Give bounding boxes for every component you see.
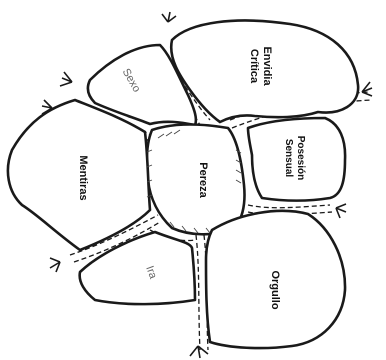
- svg-text:Pereza: Pereza: [197, 162, 209, 198]
- arrow-mark-left-bottom: [50, 258, 60, 272]
- label-posesion: Posesión Sensual: [283, 136, 306, 180]
- svg-text:Posesión: Posesión: [295, 136, 306, 180]
- label-orgullo: Orgullo: [269, 270, 281, 309]
- arrow-mark-right-mid: [336, 204, 346, 218]
- arrow-mark-bottom: [190, 346, 208, 358]
- svg-text:Orgullo: Orgullo: [269, 270, 281, 309]
- svg-text:Sensual: Sensual: [283, 139, 294, 178]
- label-mentiras: Mentiras: [77, 155, 89, 200]
- arrow-mark-left-top: [60, 72, 72, 86]
- arrow-mark-top: [162, 12, 176, 22]
- region-pereza: [147, 125, 245, 235]
- label-envidia: Envidia Crítica: [248, 46, 273, 86]
- svg-text:Mentiras: Mentiras: [77, 155, 89, 200]
- label-pereza: Pereza: [197, 162, 209, 198]
- svg-text:Crítica: Crítica: [248, 49, 260, 84]
- arrow-mark-right-top: [362, 82, 372, 96]
- svg-text:Envidia: Envidia: [261, 46, 273, 86]
